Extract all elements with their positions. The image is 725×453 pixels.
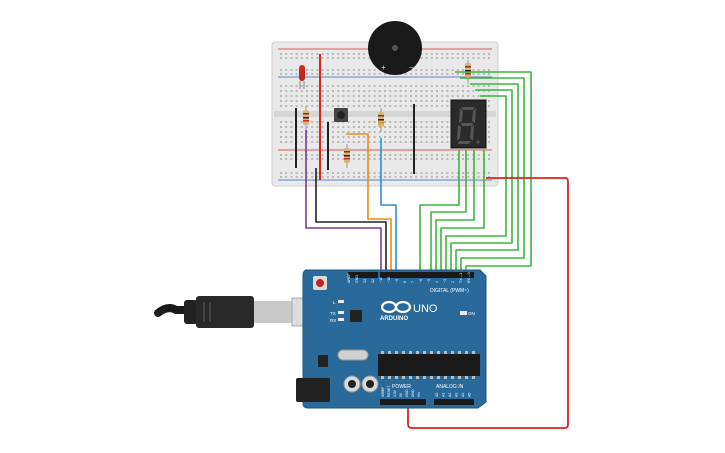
led-l bbox=[338, 300, 344, 303]
power-jack[interactable] bbox=[296, 378, 330, 402]
resistor-led[interactable] bbox=[303, 106, 309, 130]
breadboard-holes bbox=[280, 53, 490, 178]
led-rx-label: RX bbox=[330, 318, 336, 323]
reset-button-cap[interactable] bbox=[316, 279, 324, 287]
led-on-label: ON bbox=[468, 311, 475, 316]
analog-header bbox=[434, 399, 474, 405]
wire-red-power bbox=[407, 177, 569, 429]
crystal bbox=[337, 349, 369, 361]
digital-pin-label: 13 bbox=[363, 279, 367, 283]
digital-pin-label: GND bbox=[355, 275, 359, 283]
led-tx bbox=[338, 311, 344, 314]
wire-green-2 bbox=[460, 77, 525, 274]
power-pin-label: GND bbox=[405, 389, 409, 397]
power-pin-label: Vin bbox=[417, 392, 421, 397]
led-l-label: L bbox=[333, 300, 336, 305]
voltage-regulator bbox=[318, 355, 328, 367]
digital-pin-label: TX→1 bbox=[459, 273, 463, 283]
digital-pin-label: 8 bbox=[403, 281, 407, 283]
wire-green-5 bbox=[445, 95, 507, 274]
led-rx bbox=[338, 318, 344, 321]
digital-pin-label: ~6 bbox=[419, 279, 423, 283]
wires bbox=[305, 71, 569, 429]
red-led[interactable] bbox=[299, 65, 305, 89]
wire-green-6 bbox=[440, 150, 485, 274]
analog-pin-label: A4 bbox=[461, 393, 465, 397]
resistor-lower[interactable] bbox=[344, 144, 350, 168]
wire-green-1 bbox=[455, 71, 532, 274]
buzzer-minus-label: − bbox=[409, 63, 414, 72]
seven-segment-display[interactable] bbox=[450, 99, 487, 149]
analog-pin-label: A0 bbox=[435, 393, 439, 397]
power-pin-label: RESET bbox=[387, 386, 391, 397]
digital-pin-label: 2 bbox=[451, 281, 455, 283]
digital-header bbox=[380, 272, 474, 278]
digital-pin-label: ~3 bbox=[443, 279, 447, 283]
led-on bbox=[460, 311, 467, 315]
digital-pin-label: ~5 bbox=[427, 279, 431, 283]
analog-pin-label: A2 bbox=[448, 393, 452, 397]
power-pin-label: 5V bbox=[399, 392, 403, 397]
wire-green-4 bbox=[450, 89, 513, 274]
atmega-chip bbox=[378, 354, 480, 376]
power-pin-label: GND bbox=[411, 389, 415, 397]
analog-header-label: ANALOG IN bbox=[436, 384, 464, 390]
analog-pin-label: A5 bbox=[468, 393, 472, 397]
pushbutton[interactable] bbox=[334, 108, 348, 122]
wire-orange bbox=[346, 133, 392, 274]
wire-black bbox=[315, 168, 387, 274]
buzzer-plus-label: + bbox=[381, 63, 386, 72]
wire-green-3 bbox=[455, 83, 519, 274]
usb-chip bbox=[350, 310, 362, 322]
digital-pin-label: AREF bbox=[347, 273, 351, 283]
analog-pin-label: A3 bbox=[455, 393, 459, 397]
digital-header-label: DIGITAL (PWM~) bbox=[430, 288, 469, 294]
digital-pin-label: 4 bbox=[435, 281, 439, 283]
segment-digit bbox=[457, 107, 480, 144]
digital-pin-label: RX←0 bbox=[467, 272, 471, 283]
power-pin-label: 3.3V bbox=[393, 389, 397, 397]
analog-pin-label: A1 bbox=[442, 393, 446, 397]
digital-header-left bbox=[348, 272, 378, 278]
arduino-logo: ARDUINO bbox=[380, 300, 412, 322]
digital-pin-label: ~9 bbox=[395, 279, 399, 283]
power-pin-label: IOREF bbox=[381, 387, 385, 397]
wire-purple bbox=[305, 130, 382, 274]
digital-pin-label: ~11 bbox=[379, 277, 383, 283]
power-header-label: POWER bbox=[392, 384, 411, 390]
digital-pin-label: 7 bbox=[411, 281, 415, 283]
logo-text: ARDUINO bbox=[380, 316, 408, 322]
wire-green-7 bbox=[435, 150, 475, 274]
wire-blue bbox=[380, 138, 397, 274]
resistor-button[interactable] bbox=[378, 108, 384, 132]
wire-green-8 bbox=[430, 150, 467, 274]
piezo-buzzer[interactable]: + − bbox=[368, 21, 422, 75]
led-tx-label: TX bbox=[330, 311, 336, 316]
arduino-uno-board[interactable]: AREF GND 13 12 ~11 ~10 ~9 8 7 ~6 ~5 4 ~3 2 TX→1 RX←0 DI… bbox=[296, 269, 487, 409]
power-header bbox=[380, 399, 426, 405]
digital-pin-label: ~10 bbox=[387, 277, 391, 283]
model-label: UNO bbox=[413, 303, 438, 315]
resistor-buzzer[interactable] bbox=[465, 60, 471, 84]
usb-cable bbox=[154, 296, 315, 328]
wire-green-9 bbox=[419, 150, 460, 274]
breadboard-jumpers bbox=[295, 54, 415, 180]
digital-pin-label: 12 bbox=[371, 279, 375, 283]
